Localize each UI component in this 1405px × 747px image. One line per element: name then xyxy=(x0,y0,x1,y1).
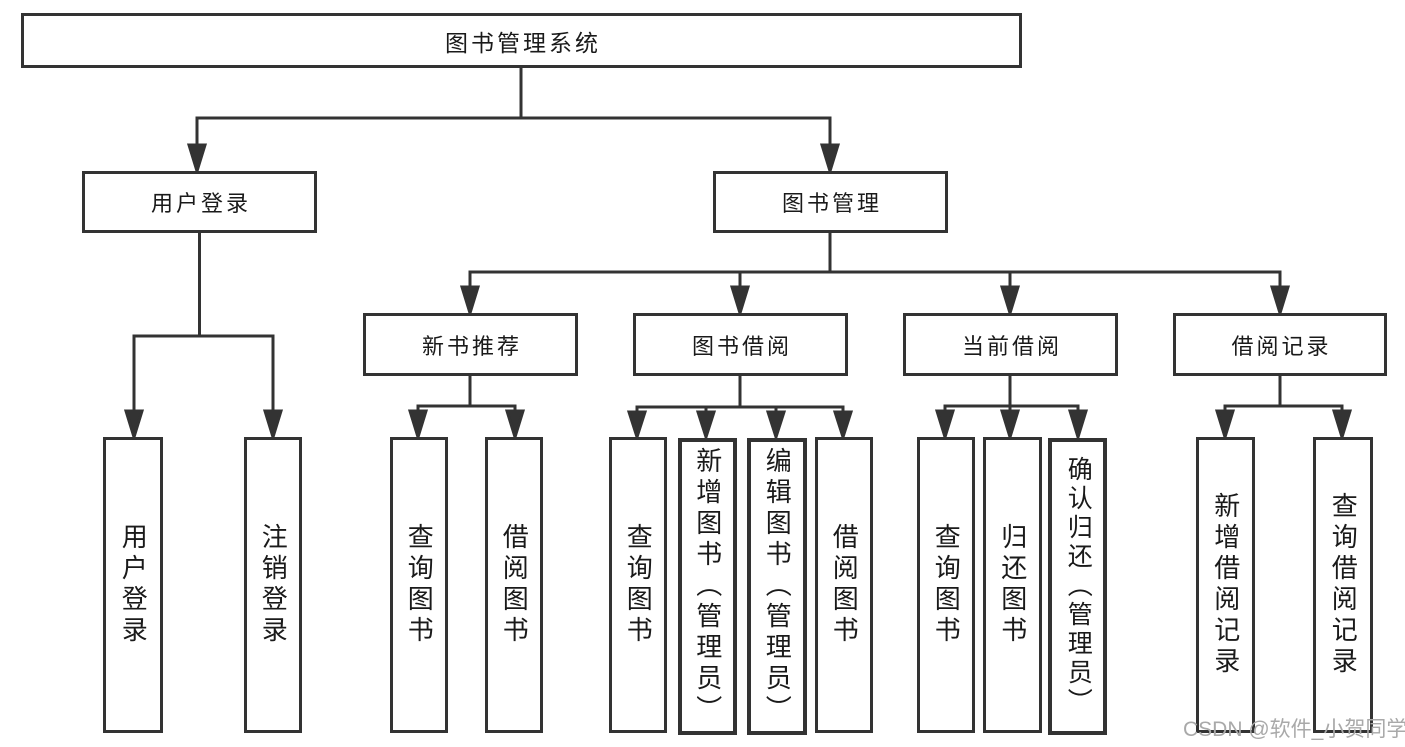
leaf-current-confirm: 确认归还（管理员） xyxy=(1048,438,1107,735)
leaf-records-query: 查询借阅记录 xyxy=(1313,437,1373,733)
csdn-watermark: CSDN @软件_小贺同学 xyxy=(1183,718,1405,741)
leaf-current-return: 归还图书 xyxy=(983,437,1042,733)
leaf-borrow-borrow-label: 借阅图书 xyxy=(829,523,860,647)
node-new-books-label: 新书推荐 xyxy=(421,333,522,359)
leaf-records-add-label: 新增借阅记录 xyxy=(1210,492,1241,678)
node-user-login: 用户登录 xyxy=(82,171,317,233)
leaf-user-login: 用户登录 xyxy=(103,437,163,733)
node-borrow-records-label: 借阅记录 xyxy=(1231,333,1332,359)
leaf-newbooks-borrow: 借阅图书 xyxy=(485,437,543,733)
leaf-user-login-label: 用户登录 xyxy=(118,523,149,647)
leaf-borrow-borrow: 借阅图书 xyxy=(815,437,873,733)
leaf-current-return-label: 归还图书 xyxy=(997,523,1028,647)
leaf-current-query: 查询图书 xyxy=(917,437,975,733)
leaf-newbooks-query-label: 查询图书 xyxy=(404,523,435,647)
leaf-borrow-add-label: 新增图书（管理员） xyxy=(692,447,723,726)
node-book-borrow-label: 图书借阅 xyxy=(691,333,792,359)
node-borrow-records: 借阅记录 xyxy=(1173,313,1387,376)
leaf-borrow-query-label: 查询图书 xyxy=(623,523,654,647)
node-current-borrow: 当前借阅 xyxy=(903,313,1118,376)
node-new-books: 新书推荐 xyxy=(363,313,578,376)
leaf-newbooks-borrow-label: 借阅图书 xyxy=(499,523,530,647)
node-root-label: 图书管理系统 xyxy=(445,29,601,56)
node-current-borrow-label: 当前借阅 xyxy=(961,333,1062,359)
node-user-login-label: 用户登录 xyxy=(150,191,251,216)
leaf-current-confirm-label: 确认归还（管理员） xyxy=(1064,456,1093,717)
node-root: 图书管理系统 xyxy=(21,13,1022,68)
leaf-records-query-label: 查询借阅记录 xyxy=(1328,492,1359,678)
node-book-borrow: 图书借阅 xyxy=(633,313,848,376)
leaf-records-add: 新增借阅记录 xyxy=(1196,437,1255,733)
node-book-mgmt: 图书管理 xyxy=(713,171,948,233)
leaf-logout: 注销登录 xyxy=(244,437,302,733)
leaf-borrow-edit: 编辑图书（管理员） xyxy=(747,438,807,735)
leaf-current-query-label: 查询图书 xyxy=(931,523,962,647)
leaf-logout-label: 注销登录 xyxy=(258,523,289,647)
leaf-newbooks-query: 查询图书 xyxy=(390,437,448,733)
leaf-borrow-edit-label: 编辑图书（管理员） xyxy=(762,447,793,726)
leaf-borrow-query: 查询图书 xyxy=(609,437,667,733)
node-book-mgmt-label: 图书管理 xyxy=(781,191,882,216)
leaf-borrow-add: 新增图书（管理员） xyxy=(678,438,737,735)
